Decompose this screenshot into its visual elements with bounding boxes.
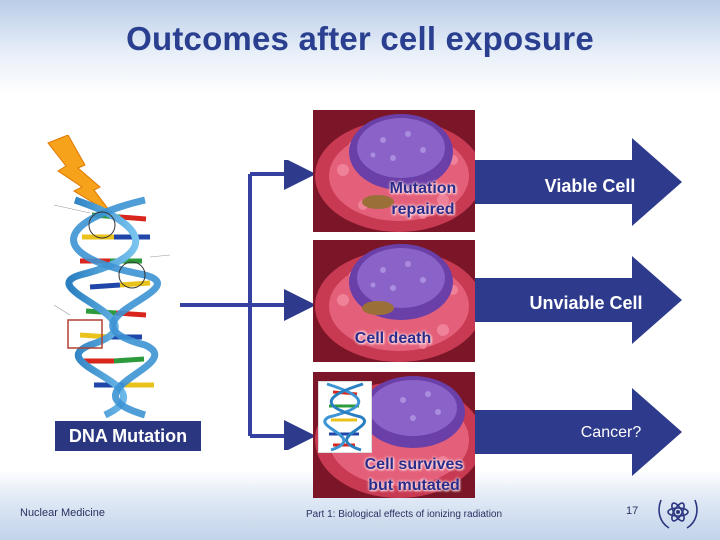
cell-label-death: Cell death [354, 330, 432, 347]
iaea-atom-logo-icon [658, 499, 698, 529]
unviable-cell-arrow [472, 256, 682, 344]
cell-label-line: but mutated [368, 477, 460, 494]
arrow-label-unviable-cell: Unviable Cell [529, 293, 643, 313]
cell-image [313, 110, 475, 232]
cell-label-survives: Cell survives but mutated [353, 454, 475, 496]
mini-dna-helix-icon [318, 381, 372, 453]
page-number: 17 [626, 505, 639, 517]
cell-image [313, 240, 475, 362]
footer-part-title: Part 1: Biological effects of ionizing r… [306, 509, 503, 520]
page-title: Outcomes after cell exposure [126, 20, 594, 57]
cancer-arrow [472, 388, 682, 476]
cell-panel-death: Cell death [313, 240, 475, 362]
cell-label-line: repaired [391, 201, 455, 218]
footer-course-title: Nuclear Medicine [20, 507, 105, 519]
dna-helix-icon [50, 195, 220, 420]
branch-connector [180, 160, 316, 450]
arrow-label-viable-cell: Viable Cell [544, 176, 636, 196]
cell-label-repaired: Mutation repaired [368, 178, 475, 220]
arrow-label-cancer: Cancer? [580, 424, 642, 441]
dna-mutation-label: DNA Mutation [55, 421, 201, 451]
cell-label-line: Mutation [389, 180, 457, 197]
cell-label-line: Cell survives [364, 456, 464, 473]
cell-panel-repaired: Mutation repaired [313, 110, 475, 232]
lightning-bolt-icon [47, 135, 113, 215]
viable-cell-arrow [472, 138, 682, 226]
